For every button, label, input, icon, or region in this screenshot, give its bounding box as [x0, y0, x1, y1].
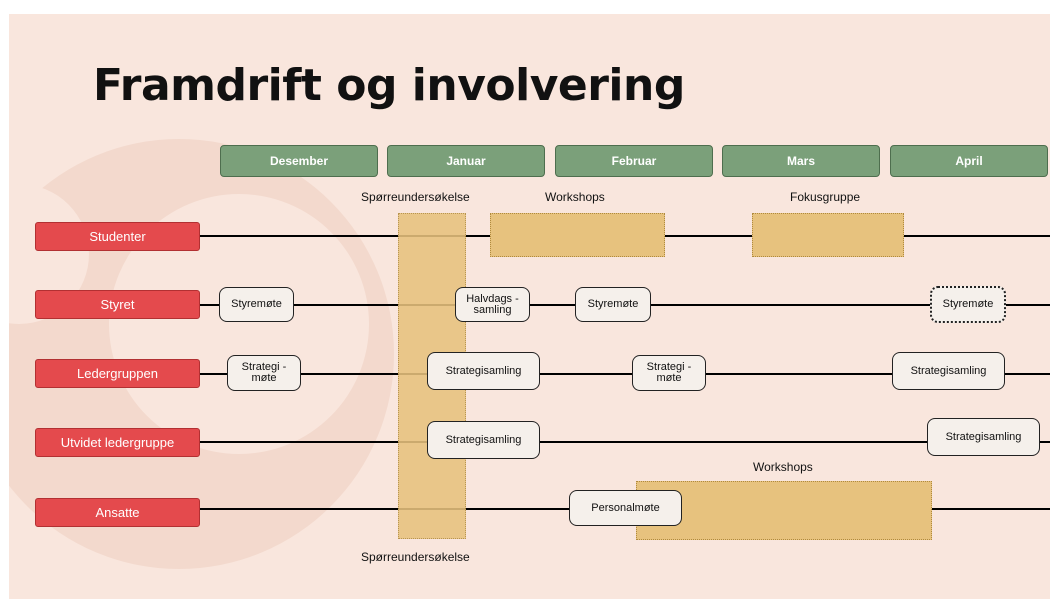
slide: Framdrift og involvering Desember Januar…	[9, 14, 1050, 599]
event-styremote: Styremøte	[219, 287, 294, 322]
workshops-band	[490, 213, 665, 257]
caption-workshops-top: Workshops	[545, 190, 605, 204]
event-strategimote: Strategi - møte	[227, 355, 301, 391]
caption-focus-group: Fokusgruppe	[790, 190, 861, 204]
event-strategisamling: Strategisamling	[927, 418, 1040, 456]
row-label-styret: Styret	[35, 290, 200, 319]
event-personalmote: Personalmøte	[569, 490, 682, 526]
row-label-studenter: Studenter	[35, 222, 200, 251]
event-strategimote: Strategi - møte	[632, 355, 706, 391]
event-halvdagssamling: Halvdags - samling	[455, 287, 530, 322]
month-header-mars: Mars	[722, 145, 880, 177]
focus-group-band	[752, 213, 904, 257]
caption-survey-bottom: Spørreundersøkelse	[361, 550, 470, 564]
page-title: Framdrift og involvering	[93, 60, 685, 111]
month-header-april: April	[890, 145, 1048, 177]
caption-workshops-bottom: Workshops	[753, 460, 813, 474]
month-header-desember: Desember	[220, 145, 378, 177]
row-label-ansatte: Ansatte	[35, 498, 200, 527]
caption-survey-top: Spørreundersøkelse	[361, 190, 470, 204]
event-styremote: Styremøte	[575, 287, 651, 322]
row-label-ledergruppen: Ledergruppen	[35, 359, 200, 388]
timeline-line-ledergruppen	[199, 373, 1050, 375]
event-strategisamling: Strategisamling	[892, 352, 1005, 390]
event-strategisamling: Strategisamling	[427, 352, 540, 390]
event-strategisamling: Strategisamling	[427, 421, 540, 459]
month-header-februar: Februar	[555, 145, 713, 177]
timeline-line-utvidet-ledergruppe	[199, 441, 1050, 443]
workshops-band-ansatte	[636, 481, 932, 540]
event-styremote-planned: Styremøte	[930, 286, 1006, 323]
row-label-utvidet-ledergruppe: Utvidet ledergruppe	[35, 428, 200, 457]
month-header-januar: Januar	[387, 145, 545, 177]
